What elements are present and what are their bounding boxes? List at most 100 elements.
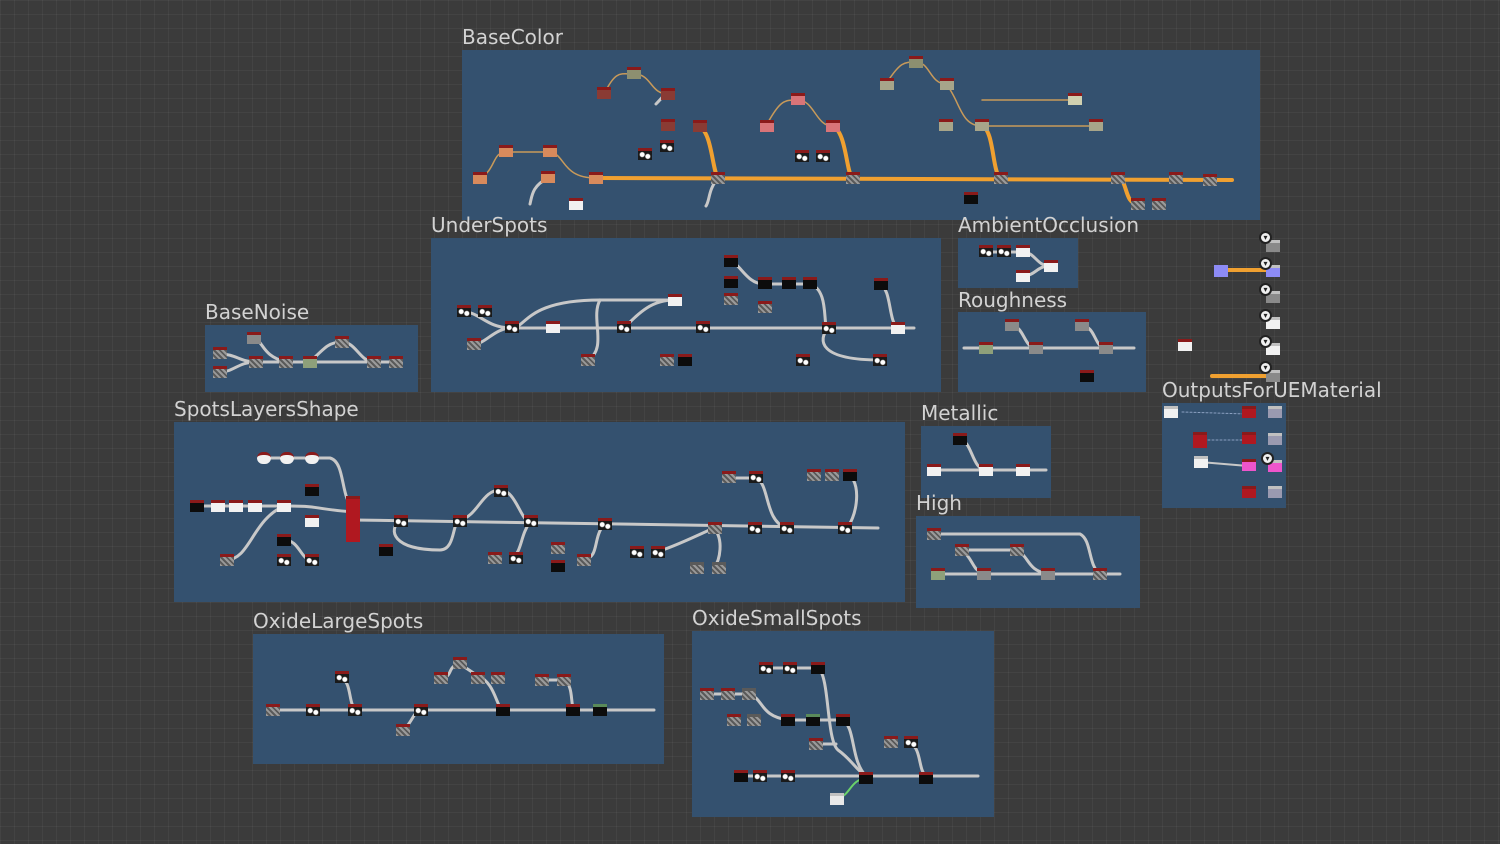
node[interactable] <box>825 469 839 481</box>
output-target-icon[interactable]: ▾ <box>1259 257 1272 270</box>
node[interactable] <box>724 276 738 288</box>
node[interactable] <box>581 354 595 366</box>
node[interactable] <box>700 688 714 700</box>
node[interactable] <box>939 119 953 131</box>
node[interactable] <box>759 662 773 674</box>
node[interactable] <box>257 452 271 464</box>
node[interactable] <box>1080 370 1094 382</box>
node[interactable] <box>758 277 772 289</box>
node[interactable] <box>457 305 471 317</box>
node[interactable] <box>414 704 428 716</box>
node[interactable] <box>1242 406 1256 418</box>
node[interactable] <box>249 356 263 368</box>
node[interactable] <box>964 192 978 204</box>
node[interactable] <box>346 496 360 542</box>
node[interactable] <box>467 338 481 350</box>
node[interactable] <box>690 562 704 574</box>
node[interactable] <box>546 321 560 333</box>
node[interactable] <box>434 672 448 684</box>
node[interactable] <box>791 93 805 105</box>
node[interactable] <box>742 688 756 700</box>
node[interactable] <box>1016 270 1030 282</box>
node[interactable] <box>1203 174 1217 186</box>
node[interactable] <box>749 471 763 483</box>
node[interactable] <box>781 714 795 726</box>
node[interactable] <box>389 356 403 368</box>
node[interactable] <box>247 332 261 344</box>
node[interactable] <box>712 562 726 574</box>
node[interactable] <box>760 120 774 132</box>
node[interactable] <box>931 568 945 580</box>
node[interactable] <box>836 714 850 726</box>
node[interactable] <box>859 772 873 784</box>
node[interactable] <box>598 518 612 530</box>
node[interactable] <box>927 528 941 540</box>
node[interactable] <box>696 321 710 333</box>
output-target-icon[interactable]: ▾ <box>1259 231 1272 244</box>
node[interactable] <box>753 770 767 782</box>
node[interactable] <box>953 433 967 445</box>
node[interactable] <box>1010 544 1024 556</box>
node[interactable] <box>471 672 485 684</box>
node[interactable] <box>541 171 555 183</box>
node[interactable] <box>1099 342 1113 354</box>
node[interactable] <box>668 294 682 306</box>
node[interactable] <box>1178 339 1192 351</box>
node[interactable] <box>280 452 294 464</box>
node[interactable] <box>306 704 320 716</box>
output-target-icon[interactable]: ▾ <box>1259 309 1272 322</box>
node[interactable] <box>569 198 583 210</box>
node[interactable] <box>1041 568 1055 580</box>
node[interactable] <box>1075 319 1089 331</box>
output-target-icon[interactable]: ▾ <box>1259 335 1272 348</box>
node[interactable] <box>213 366 227 378</box>
node[interactable] <box>229 500 243 512</box>
frame-metallic[interactable] <box>921 426 1051 498</box>
node[interactable] <box>1193 432 1207 448</box>
frame-high[interactable] <box>916 516 1140 608</box>
node[interactable] <box>1242 486 1256 498</box>
node[interactable] <box>780 522 794 534</box>
node[interactable] <box>630 546 644 558</box>
node[interactable] <box>748 522 762 534</box>
node[interactable] <box>638 148 652 160</box>
node[interactable] <box>826 120 840 132</box>
node[interactable] <box>727 714 741 726</box>
node[interactable] <box>305 515 319 527</box>
node[interactable] <box>796 354 810 366</box>
node[interactable] <box>488 552 502 564</box>
node[interactable] <box>781 770 795 782</box>
node[interactable] <box>1152 198 1166 210</box>
node[interactable] <box>277 500 291 512</box>
node[interactable] <box>721 688 735 700</box>
node[interactable] <box>997 245 1011 257</box>
node[interactable] <box>551 560 565 572</box>
node[interactable] <box>543 145 557 157</box>
node[interactable] <box>1131 198 1145 210</box>
node[interactable] <box>248 500 262 512</box>
node[interactable] <box>795 150 809 162</box>
node[interactable] <box>367 356 381 368</box>
node[interactable] <box>557 674 571 686</box>
node[interactable] <box>1266 370 1280 382</box>
node[interactable] <box>927 464 941 476</box>
node[interactable] <box>724 293 738 305</box>
node[interactable] <box>220 554 234 566</box>
node[interactable] <box>1016 245 1030 257</box>
node[interactable] <box>708 522 722 534</box>
node[interactable] <box>874 278 888 290</box>
node[interactable] <box>1111 172 1125 184</box>
node[interactable] <box>266 704 280 716</box>
node[interactable] <box>593 704 607 716</box>
node[interactable] <box>782 277 796 289</box>
frame-oxide-large-spots[interactable] <box>253 634 664 764</box>
node[interactable] <box>509 552 523 564</box>
node[interactable] <box>811 662 825 674</box>
node[interactable] <box>379 544 393 556</box>
node[interactable] <box>1068 93 1082 105</box>
node[interactable] <box>277 534 291 546</box>
node[interactable] <box>822 322 836 334</box>
node[interactable] <box>891 322 905 334</box>
node[interactable] <box>589 172 603 184</box>
node[interactable] <box>651 546 665 558</box>
